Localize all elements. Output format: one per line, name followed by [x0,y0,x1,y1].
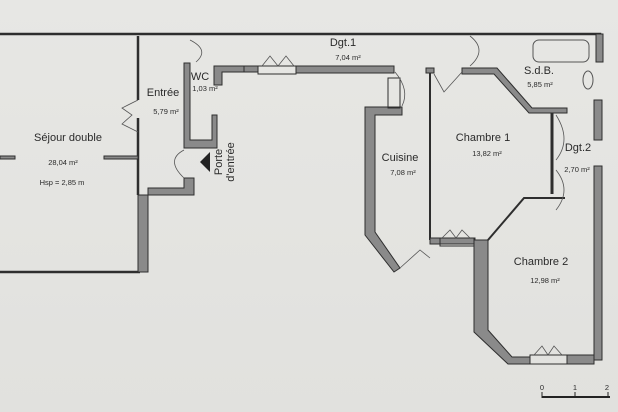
scale-bar: 0 1 2 [540,383,610,398]
room-area-chambre2: 12,98 m² [530,276,560,285]
room-label-dgt1: Dgt.1 [330,37,356,49]
room-label-wc: WC [191,71,209,83]
room-area-wc: 1,03 m² [192,84,218,93]
room-label-cuisine: Cuisine [382,152,419,164]
entrance-label-line1: Porte [213,149,225,175]
room-label-chambre2: Chambre 2 [514,256,568,268]
room-area-cuisine: 7,08 m² [390,168,416,177]
entrance-arrow-icon [200,152,210,172]
room-area-dgt1: 7,04 m² [335,53,361,62]
scale-tick-2: 2 [605,383,609,392]
walls [0,32,604,365]
scale-tick-1: 1 [573,383,577,392]
scale-tick-0: 0 [540,383,544,392]
room-label-sejour: Séjour double [34,132,102,144]
doors [121,35,565,356]
room-area-chambre1: 13,82 m² [472,149,502,158]
room-label-sdb: S.d.B. [524,65,554,77]
room-area-sejour: 28,04 m² [48,158,78,167]
room-area-sdb: 5,85 m² [527,80,553,89]
room-label-chambre1: Chambre 1 [456,132,510,144]
entrance-label-line2: d'entrée [225,142,237,181]
room-label-dgt2: Dgt.2 [565,142,591,154]
room-label-entree: Entrée [147,87,179,99]
room-area-entree: 5,79 m² [153,107,179,116]
room-area-dgt2: 2,70 m² [564,165,590,174]
room-height-sejour: Hsp = 2,85 m [40,178,85,187]
